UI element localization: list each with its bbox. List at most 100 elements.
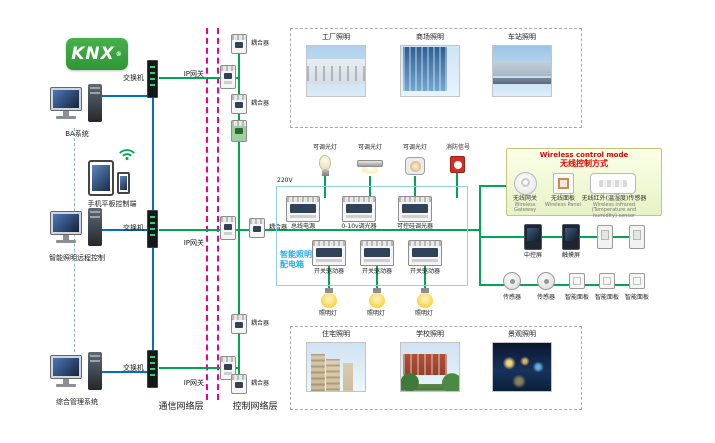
scenario-label: 景观照明 bbox=[508, 330, 536, 338]
monitor-icon bbox=[50, 211, 82, 235]
knx-logo-text: KNX bbox=[71, 44, 115, 64]
ip-gateway-label: IP网关 bbox=[183, 239, 204, 247]
ctrl-layer-label: 控制网络层 bbox=[232, 402, 278, 412]
lamp-icon bbox=[368, 288, 385, 309]
central-screen-icon bbox=[524, 224, 542, 250]
ip-gateway-label: IP网关 bbox=[183, 70, 204, 78]
module-label: 0-10v调光器 bbox=[341, 223, 377, 230]
fixture-drop-line bbox=[324, 176, 326, 198]
switch-label: 交换机 bbox=[123, 224, 144, 232]
coupler-icon bbox=[231, 34, 247, 54]
ip-gateway-icon bbox=[220, 216, 236, 240]
wireless-gateway-icon bbox=[514, 172, 537, 195]
wall-panel-icon bbox=[629, 225, 645, 249]
scenario-label: 商场照明 bbox=[416, 33, 444, 41]
module-label: 开关驱动器 bbox=[313, 268, 344, 275]
voltage-label: 220V bbox=[277, 177, 293, 184]
workstation-icon bbox=[50, 206, 106, 252]
lamp-drop-line bbox=[424, 266, 426, 290]
sensor-icon bbox=[503, 272, 521, 290]
scenario-label: 工厂照明 bbox=[322, 33, 350, 41]
dimmer-module-0-10v bbox=[342, 196, 376, 222]
lamp-icon bbox=[320, 288, 337, 309]
ip-gateway-label: IP网关 bbox=[183, 379, 204, 387]
wireless-item-label: 无线红外(温湿度)传感器 Wireless infrared (Temperat… bbox=[580, 195, 648, 219]
knx-line-top bbox=[159, 77, 240, 79]
smart-panel-icon bbox=[569, 273, 585, 289]
comm-layer-label: 通信网络层 bbox=[158, 402, 204, 412]
fire-signal-drop-line bbox=[456, 173, 458, 198]
wireless-item-zh: 无线网关 bbox=[512, 195, 537, 202]
sensor-icon bbox=[537, 272, 555, 290]
module-label: 总线电源 bbox=[290, 223, 315, 230]
smart-panel-label: 智能面板 bbox=[564, 294, 589, 301]
wireless-item-zh: 无线面板 bbox=[550, 195, 575, 202]
scenario-photo-residential bbox=[306, 342, 366, 392]
wireless-sensor-icon bbox=[590, 173, 636, 194]
pc-tower-icon bbox=[88, 84, 102, 122]
module-label: 开关驱动器 bbox=[361, 268, 392, 275]
ceiling-light-icon bbox=[405, 157, 425, 175]
distribution-box bbox=[276, 186, 468, 286]
network-switch-icon bbox=[147, 60, 158, 98]
wireless-item-en: Wireless Panel bbox=[545, 201, 581, 208]
wireless-panel-icon bbox=[553, 173, 574, 194]
bottom-scenarios-box bbox=[290, 326, 582, 410]
sensor-row-line bbox=[479, 284, 645, 286]
bus-power-device-icon bbox=[231, 120, 247, 142]
smart-panel-icon bbox=[599, 273, 615, 289]
lamp-label: 照明灯 bbox=[366, 310, 385, 317]
central-screen-label: 中控屏 bbox=[523, 252, 542, 259]
knx-line-main bbox=[159, 229, 480, 231]
scenario-photo-landscape bbox=[492, 342, 552, 392]
dimmable-bulb-icon bbox=[318, 155, 332, 177]
coupler-label: 耦合器 bbox=[251, 380, 270, 387]
switch-label: 交换机 bbox=[123, 74, 144, 82]
knx-logo: KNX® bbox=[66, 38, 128, 70]
downlight-icon bbox=[357, 160, 383, 175]
ip-gateway-icon bbox=[220, 65, 236, 89]
wireless-item-label: 无线面板 Wireless Panel bbox=[541, 195, 585, 208]
workstation-icon bbox=[50, 82, 106, 128]
layer-divider-line bbox=[217, 28, 219, 400]
scenario-label: 学校照明 bbox=[416, 330, 444, 338]
lamp-label: 照明灯 bbox=[318, 310, 337, 317]
lan-line bbox=[102, 229, 148, 231]
module-label: 可控硅调光器 bbox=[396, 223, 433, 230]
workstation-label: 综合管理系统 bbox=[56, 398, 98, 406]
coupler-icon bbox=[249, 218, 265, 238]
touch-screen-label: 触摸屏 bbox=[561, 252, 580, 259]
switch-actuator-module bbox=[312, 240, 346, 266]
switch-actuator-module bbox=[360, 240, 394, 266]
knx-bus-line bbox=[238, 44, 240, 394]
lamp-icon bbox=[416, 288, 433, 309]
wifi-icon bbox=[118, 146, 136, 161]
workstation-icon bbox=[50, 350, 106, 396]
fire-alarm-icon bbox=[450, 156, 465, 173]
coupler-icon bbox=[231, 314, 247, 334]
network-switch-icon bbox=[147, 210, 158, 248]
scenario-photo-factory bbox=[306, 45, 366, 97]
lamp-label: 照明灯 bbox=[414, 310, 433, 317]
coupler-label: 耦合器 bbox=[269, 224, 288, 231]
fixture-label: 可调光灯 bbox=[357, 144, 382, 151]
coupler-icon bbox=[231, 374, 247, 394]
monitor-icon bbox=[50, 355, 82, 379]
phone-icon bbox=[117, 172, 130, 194]
coupler-label: 耦合器 bbox=[251, 40, 270, 47]
mobile-control-label: 手机平板控制端 bbox=[87, 200, 137, 208]
coupler-icon bbox=[231, 94, 247, 114]
coupler-label: 耦合器 bbox=[251, 320, 270, 327]
workstation-label: 智能照明远程控制 bbox=[49, 254, 105, 262]
lan-backbone-line bbox=[152, 248, 154, 352]
wireless-item-label: 无线网关 Wireless Gateway bbox=[503, 195, 547, 214]
fixture-label: 可调光灯 bbox=[402, 144, 427, 151]
lamp-drop-line bbox=[328, 266, 330, 290]
knx-line-bottom bbox=[159, 367, 240, 369]
network-switch-icon bbox=[147, 350, 158, 388]
sensor-label: 传感器 bbox=[536, 294, 555, 301]
switch-label: 交换机 bbox=[123, 364, 144, 372]
knx-logo-registered: ® bbox=[115, 50, 123, 58]
bus-power-module bbox=[286, 196, 320, 222]
